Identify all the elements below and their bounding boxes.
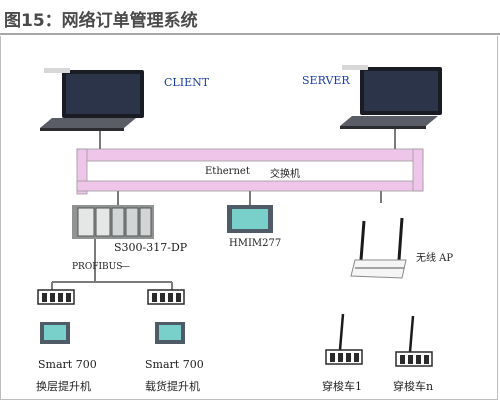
plc-label: S300-317-DP <box>114 241 188 254</box>
io-module-left <box>37 289 75 305</box>
ap-antenna-right <box>397 217 404 261</box>
io-left-slot-4 <box>66 293 71 302</box>
client-computer <box>40 68 144 131</box>
server-keyboard <box>340 116 438 126</box>
client-keyboard <box>40 118 136 128</box>
ethernet-bus-right-drop <box>412 148 424 192</box>
smart700-right-screen <box>159 325 181 340</box>
ethernet-label: Ethernet <box>205 166 250 177</box>
title-rule <box>0 33 500 35</box>
client-screen <box>66 74 140 114</box>
server-computer <box>340 65 442 129</box>
client-label: CLIENT <box>164 76 210 89</box>
server-keyboard-edge <box>340 126 426 129</box>
io-right-slot-3 <box>168 293 173 302</box>
client-tag <box>44 68 70 73</box>
client-keyboard-edge <box>40 128 124 131</box>
hmi-panel <box>227 205 273 233</box>
io-right-slot-2 <box>160 293 165 302</box>
io-right-slot-4 <box>176 293 181 302</box>
io-left-slot-2 <box>50 293 55 302</box>
smart700-right-panel <box>155 322 185 344</box>
shuttle-1-slot-3 <box>346 353 351 362</box>
ethernet-bus-left-drop <box>76 148 88 195</box>
wireless-ap <box>350 217 407 279</box>
smart700-left-panel <box>40 322 70 344</box>
hmi-label: HMIM277 <box>229 238 282 249</box>
io-left-slot-1 <box>42 293 47 302</box>
shuttle-1-label: 穿梭车1 <box>322 380 362 393</box>
shuttle-n-slot-2 <box>408 355 413 364</box>
ethernet-bus <box>76 148 424 195</box>
shuttle-n-slot-1 <box>400 355 405 364</box>
shuttle-1-slot-4 <box>354 353 359 362</box>
shuttle-n-slot-4 <box>424 355 429 364</box>
lift-cargo-label: 载货提升机 <box>145 380 200 393</box>
profibus-mark: — <box>121 262 130 272</box>
plc-module-2 <box>95 207 111 237</box>
server-screen <box>364 71 438 111</box>
profibus-label: PROFIBUS <box>72 262 123 272</box>
smart700-left-label: Smart 700 <box>38 358 97 371</box>
io-module-right <box>147 289 185 305</box>
io-left-slot-3 <box>58 293 63 302</box>
shuttle-n-device <box>395 315 433 367</box>
lift-change-layer-label: 换层提升机 <box>36 380 91 393</box>
shuttle-1-device <box>325 313 363 365</box>
io-right-slot-1 <box>152 293 157 302</box>
ethernet-bus-bottom <box>76 180 424 192</box>
plc-module-5 <box>139 207 152 237</box>
plc-module-1 <box>77 207 95 237</box>
shuttle-1-antenna <box>338 313 345 351</box>
connection-lines <box>51 128 396 290</box>
plc-rack <box>72 205 154 239</box>
shuttle-1-slot-2 <box>338 353 343 362</box>
shuttle-n-antenna <box>408 315 415 353</box>
figure-frame <box>0 36 498 400</box>
server-label: SERVER <box>302 74 350 87</box>
hmi-screen <box>232 209 268 229</box>
plc-module-4 <box>125 207 139 237</box>
smart700-right-label: Smart 700 <box>145 358 204 371</box>
shuttle-n-slot-3 <box>416 355 421 364</box>
ap-antenna-left <box>359 220 366 261</box>
smart700-left-screen <box>44 325 66 340</box>
wireless-ap-label: 无线 AP <box>416 253 454 264</box>
figure-title: 图15：网络订单管理系统 <box>4 11 198 31</box>
ap-body <box>350 259 407 279</box>
figure-title-bar: 图15：网络订单管理系统 <box>0 0 500 35</box>
shuttle-1-slot-1 <box>330 353 335 362</box>
switch-label: 交换机 <box>270 169 300 180</box>
shuttle-n-label: 穿梭车n <box>393 380 434 393</box>
server-tag <box>342 65 368 70</box>
ethernet-bus-top <box>76 148 424 162</box>
plc-module-3 <box>111 207 125 237</box>
